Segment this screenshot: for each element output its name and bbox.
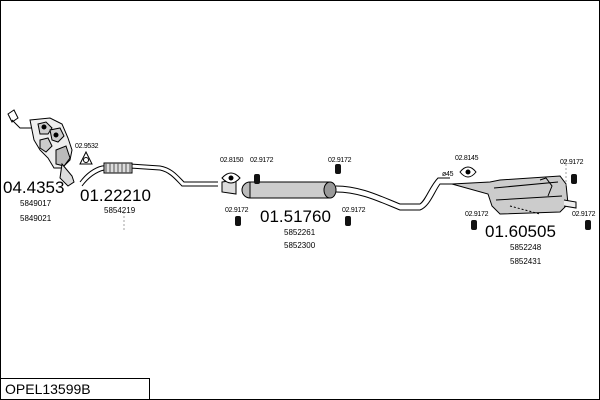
clamp-centre-low-left-label: 02.9172 (225, 207, 249, 214)
manifold-number: 04.4353 (3, 178, 64, 197)
clamp-centre-right-label: 02.9172 (328, 157, 352, 164)
centre-silencer-number: 01.51760 (260, 207, 331, 226)
drawing-code-box: OPEL13599B (1, 378, 150, 399)
manifold-ref-1: 5849017 (20, 199, 52, 208)
pipe-diameter-label: ø45 (442, 171, 454, 178)
front-pipe-ref-1: 5854219 (104, 206, 136, 215)
leader-lines (123, 160, 567, 230)
centre-silencer-drawing (221, 177, 452, 211)
centre-silencer-ref-2: 5852300 (284, 241, 316, 250)
centre-silencer-ref-1: 5852261 (284, 228, 316, 237)
ring-rear-drawing (459, 166, 477, 178)
manifold-drawing (7, 109, 75, 187)
rear-silencer-ref-2: 5852431 (510, 257, 542, 266)
manifold-ref-2: 5849021 (20, 214, 52, 223)
gasket-front-label: 02.9532 (75, 143, 99, 150)
ring-rear-label: 02.8145 (455, 155, 479, 162)
clamp-rear-top-label: 02.9172 (560, 159, 584, 166)
front-pipe-number: 01.22210 (80, 186, 151, 205)
clamp-rear-low-left-label: 02.9172 (465, 211, 489, 218)
front-pipe-drawing (79, 162, 218, 187)
clamp-drawings (235, 164, 591, 230)
clamp-rear-low-right-label: 02.9172 (572, 211, 596, 218)
rear-silencer-number: 01.60505 (485, 222, 556, 241)
rear-silencer-ref-1: 5852248 (510, 243, 542, 252)
drawing-code: OPEL13599B (5, 381, 91, 397)
gasket-front-drawing (79, 150, 93, 165)
ring-centre-drawing (221, 172, 241, 184)
ring-centre-label: 02.8150 (220, 157, 244, 164)
clamp-centre-left-label: 02.9172 (250, 157, 274, 164)
clamp-centre-low-right-label: 02.9172 (342, 207, 366, 214)
rear-silencer-drawing (451, 175, 577, 215)
